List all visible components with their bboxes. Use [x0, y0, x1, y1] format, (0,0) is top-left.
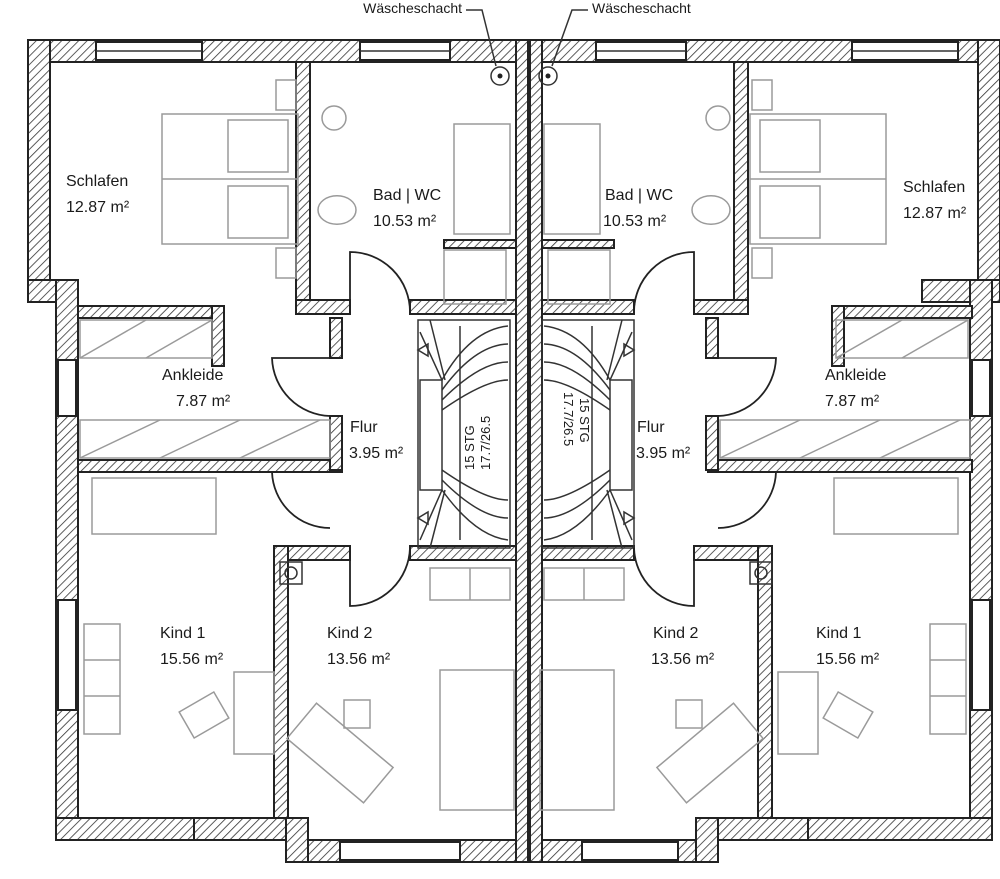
- left-stair-steps: 15 STG: [462, 425, 477, 470]
- right-stair-steps: 15 STG: [577, 398, 592, 443]
- shaft-right: [538, 9, 588, 86]
- right-ankleide-name: Ankleide: [825, 367, 886, 384]
- left-shaft-label: Wäscheschacht: [363, 0, 462, 16]
- doors-left: [271, 251, 411, 607]
- interior-walls-right: [541, 61, 973, 819]
- doors-right: [633, 251, 777, 607]
- right-bad-area: 10.53 m²: [603, 213, 667, 230]
- interior-walls-left: [77, 61, 517, 819]
- left-schlafen-name: Schlafen: [66, 173, 128, 190]
- left-kind2-area: 13.56 m²: [327, 651, 391, 668]
- furniture-right: [539, 79, 971, 811]
- furniture-left: [79, 79, 515, 811]
- right-stair-ratio: 17.7/26.5: [561, 392, 576, 446]
- right-ankleide-area: 7.87 m²: [825, 393, 880, 410]
- vent-markers: [279, 561, 773, 585]
- left-ankleide-area: 7.87 m²: [176, 393, 231, 410]
- shaft-left: [466, 9, 510, 86]
- windows: [57, 41, 991, 861]
- party-wall: [515, 39, 543, 863]
- right-schlafen-name: Schlafen: [903, 179, 965, 196]
- left-kind1-name: Kind 1: [160, 625, 205, 642]
- shaft-labels: Wäscheschacht Wäscheschacht: [363, 0, 691, 16]
- right-bad-name: Bad | WC: [605, 187, 673, 204]
- right-flur-area: 3.95 m²: [636, 445, 691, 462]
- stair-right: [541, 319, 636, 549]
- left-schlafen-area: 12.87 m²: [66, 199, 130, 216]
- right-kind1-name: Kind 1: [816, 625, 861, 642]
- room-labels-left: Schlafen 12.87 m² Bad | WC 10.53 m² Ankl…: [66, 173, 441, 668]
- right-flur-name: Flur: [637, 419, 665, 436]
- right-kind2-area: 13.56 m²: [651, 651, 715, 668]
- left-kind2-name: Kind 2: [327, 625, 372, 642]
- stair-left: [416, 319, 511, 549]
- left-flur-name: Flur: [350, 419, 378, 436]
- left-stair-ratio: 17.7/26.5: [478, 416, 493, 470]
- left-bad-name: Bad | WC: [373, 187, 441, 204]
- stair-labels: 15 STG 17.7/26.5 17.7/26.5 15 STG: [462, 392, 592, 470]
- room-labels-right: Schlafen 12.87 m² Bad | WC 10.53 m² Ankl…: [603, 179, 967, 668]
- right-kind1-area: 15.56 m²: [816, 651, 880, 668]
- left-bad-area: 10.53 m²: [373, 213, 437, 230]
- left-kind1-area: 15.56 m²: [160, 651, 224, 668]
- left-flur-area: 3.95 m²: [349, 445, 404, 462]
- right-schlafen-area: 12.87 m²: [903, 205, 967, 222]
- right-shaft-label: Wäscheschacht: [592, 0, 691, 16]
- left-ankleide-name: Ankleide: [162, 367, 223, 384]
- right-kind2-name: Kind 2: [653, 625, 698, 642]
